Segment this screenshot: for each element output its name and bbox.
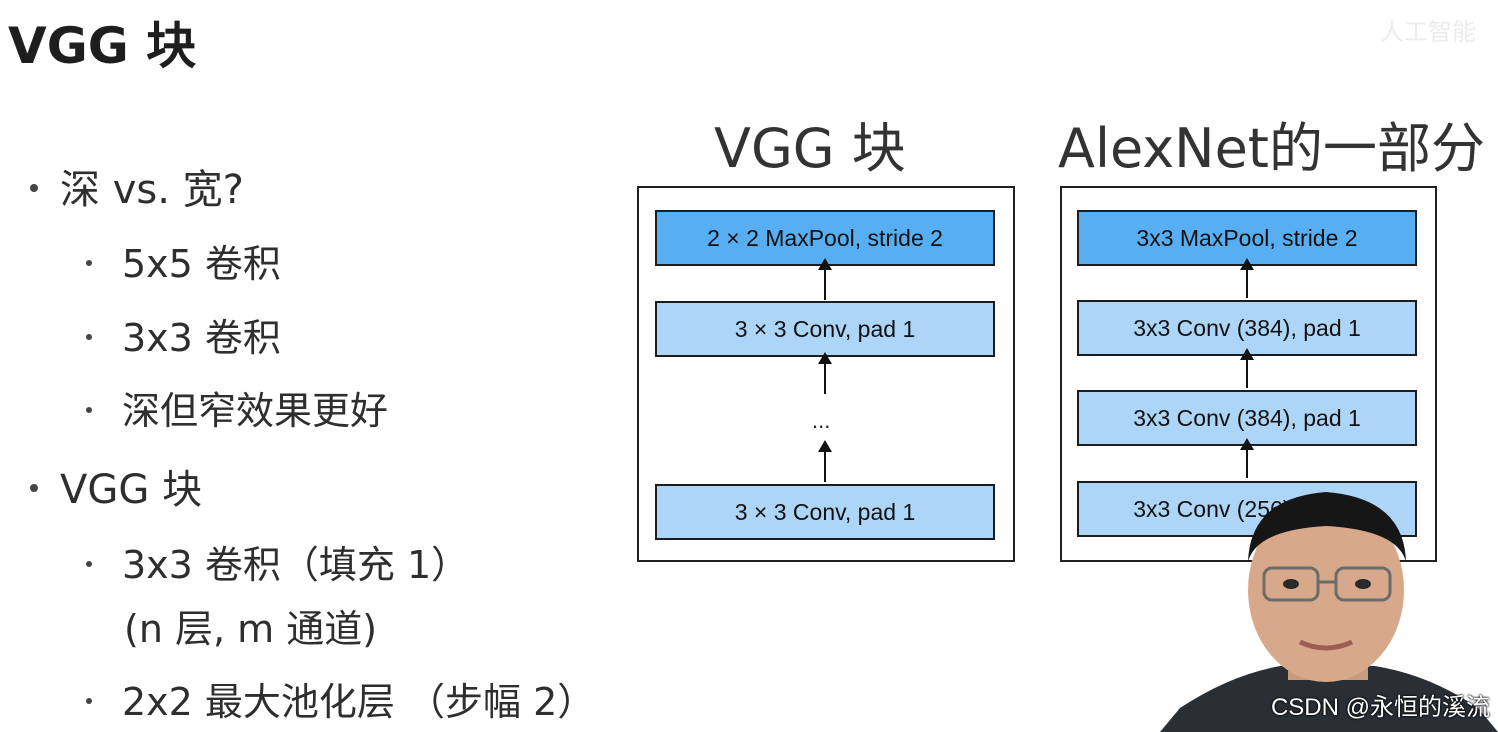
bullet-dot	[30, 484, 38, 492]
bullet-text: VGG 块	[60, 467, 203, 513]
bullet-text: 深 vs. 宽?	[60, 167, 244, 213]
bullet-5x5-conv: 5x5 卷积	[86, 242, 281, 286]
vgg-conv-layer-top: 3 × 3 Conv, pad 1	[655, 301, 995, 357]
bullet-vgg-block: VGG 块	[30, 468, 202, 512]
vgg-diagram-title: VGG 块	[714, 117, 906, 180]
vgg-arrow-up	[818, 352, 832, 394]
bullet-dot	[86, 259, 92, 266]
bullet-text: 5x5 卷积	[122, 242, 281, 286]
slide-title: VGG 块	[8, 17, 197, 75]
bullet-text: 2x2 最大池化层 （步幅 2）	[122, 680, 596, 724]
presenter-video-overlay	[1160, 492, 1498, 732]
top-watermark: 人工智能	[1380, 18, 1476, 46]
csdn-watermark: CSDN @永恒的溪流	[1270, 694, 1490, 721]
bullet-3x3-conv-pad: 3x3 卷积（填充 1）	[86, 543, 470, 587]
vgg-conv-layer-bottom: 3 × 3 Conv, pad 1	[655, 484, 995, 540]
vgg-maxpool-layer: 2 × 2 MaxPool, stride 2	[655, 210, 995, 266]
bullet-deep-narrow: 深但窄效果更好	[86, 389, 389, 433]
alexnet-maxpool-layer: 3x3 MaxPool, stride 2	[1077, 210, 1417, 266]
bullet-text: 深但窄效果更好	[122, 389, 389, 433]
bullet-dot	[86, 697, 92, 704]
bullet-3x3-conv: 3x3 卷积	[86, 316, 281, 360]
alexnet-arrow-up	[1240, 258, 1254, 298]
bullet-text: (n 层, m 通道)	[124, 607, 378, 651]
bullet-text: 3x3 卷积（填充 1）	[122, 543, 470, 587]
vgg-arrow-up	[818, 440, 832, 482]
vgg-arrow-up	[818, 258, 832, 300]
bullet-dot	[86, 333, 92, 340]
bullet-dot	[30, 184, 38, 192]
alexnet-arrow-up	[1240, 348, 1254, 388]
alexnet-conv-layer-2: 3x3 Conv (384), pad 1	[1077, 390, 1417, 446]
bullet-layers-channels: (n 层, m 通道)	[124, 607, 378, 651]
bullet-dot	[86, 406, 92, 413]
bullet-text: 3x3 卷积	[122, 316, 281, 360]
bullet-deep-vs-wide: 深 vs. 宽?	[30, 168, 244, 212]
vgg-ellipsis: ...	[812, 408, 831, 433]
bullet-dot	[86, 560, 92, 567]
bullet-2x2-maxpool: 2x2 最大池化层 （步幅 2）	[86, 680, 596, 724]
alexnet-diagram-title: AlexNet的一部分	[1058, 117, 1485, 180]
alexnet-arrow-up	[1240, 438, 1254, 478]
